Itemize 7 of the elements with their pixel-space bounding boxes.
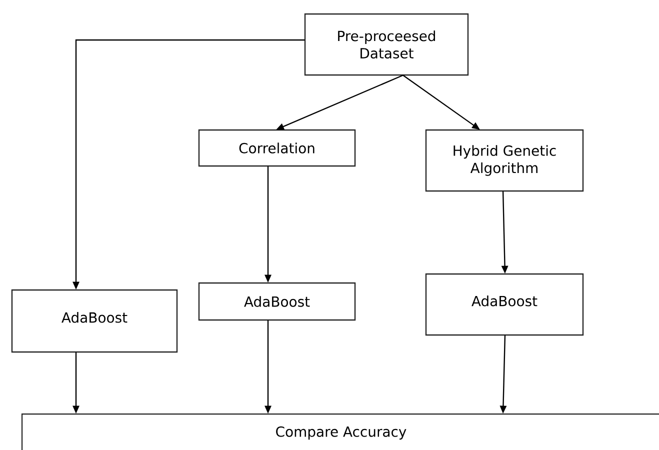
process-box: AdaBoost [425, 273, 584, 336]
process-box: Correlation [198, 129, 356, 167]
process-box: AdaBoost [11, 289, 178, 353]
process-box: Compare Accuracy [21, 413, 659, 450]
process-box: Pre-proceesed Dataset [304, 13, 469, 76]
process-box: AdaBoost [198, 282, 356, 321]
process-box: Hybrid Genetic Algorithm [425, 129, 584, 192]
